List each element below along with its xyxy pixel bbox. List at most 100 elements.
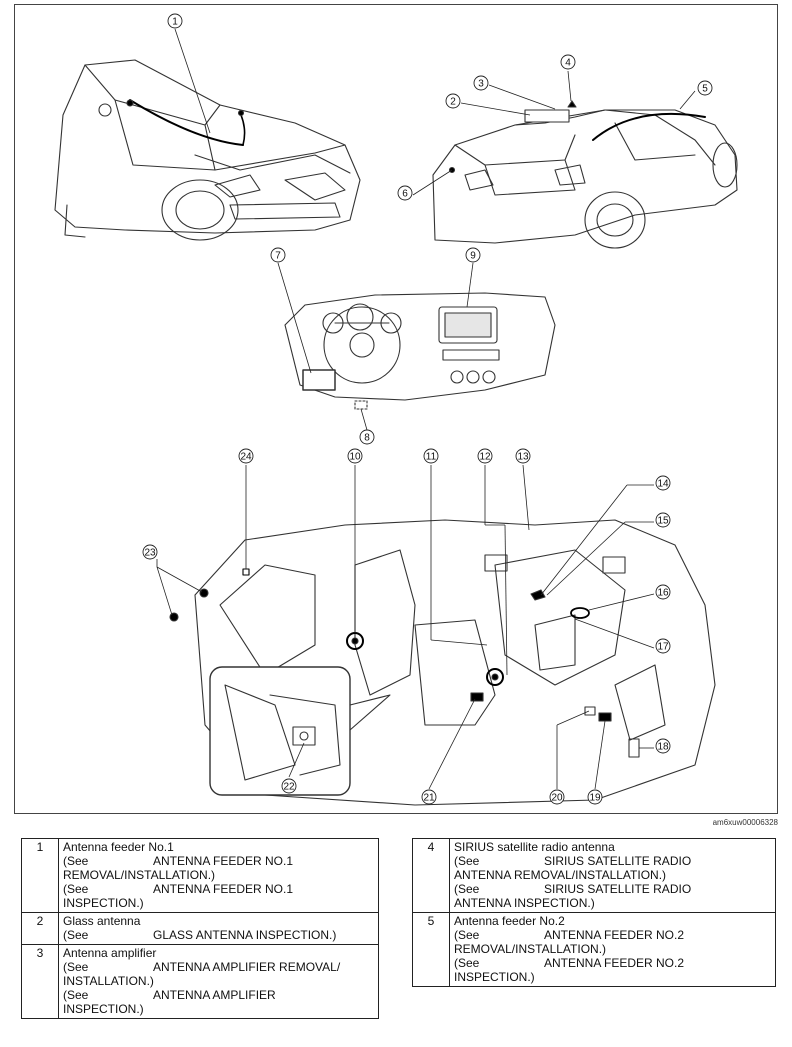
reference-title-continued: REMOVAL/INSTALLATION.) bbox=[63, 868, 216, 882]
callout-6: 6 bbox=[397, 185, 413, 201]
legend-number: 1 bbox=[21, 838, 59, 913]
see-label: (See bbox=[63, 960, 89, 974]
callout-18: 18 bbox=[655, 738, 671, 754]
callout-label: 14 bbox=[657, 479, 669, 490]
callout-5: 5 bbox=[697, 80, 713, 96]
reference-title: ANTENNA AMPLIFIER REMOVAL/ bbox=[153, 960, 341, 974]
callout-23: 23 bbox=[142, 544, 158, 560]
see-label: (See bbox=[454, 882, 480, 896]
callout-17: 17 bbox=[655, 638, 671, 654]
component-name: Antenna feeder No.1 bbox=[63, 840, 174, 854]
legend-number: 4 bbox=[412, 838, 450, 913]
reference-title-continued: INSPECTION.) bbox=[63, 896, 144, 910]
cabin-interior-illustration bbox=[169, 519, 716, 806]
callout-22: 22 bbox=[281, 778, 297, 794]
callout-label: 1 bbox=[172, 17, 178, 28]
reference-link[interactable]: (See ANTENNA AMPLIFIER REMOVAL/ bbox=[63, 960, 374, 974]
reference-title-continued: INSPECTION.) bbox=[454, 970, 535, 984]
callout-label: 17 bbox=[657, 642, 669, 653]
see-label: (See bbox=[454, 956, 480, 970]
reference-link[interactable]: (See ANTENNA FEEDER NO.1 bbox=[63, 882, 374, 896]
see-label: (See bbox=[63, 882, 89, 896]
legend-description: Glass antenna(See GLASS ANTENNA INSPECTIO… bbox=[58, 912, 379, 945]
callout-label: 24 bbox=[240, 452, 252, 463]
callout-label: 12 bbox=[479, 452, 491, 463]
callout-24: 24 bbox=[238, 448, 254, 464]
callout-label: 18 bbox=[657, 742, 669, 753]
reference-link[interactable]: (See SIRIUS SATELLITE RADIO bbox=[454, 882, 771, 896]
reference-title: ANTENNA FEEDER NO.1 bbox=[153, 854, 294, 868]
reference-link[interactable]: (See ANTENNA FEEDER NO.2 bbox=[454, 928, 771, 942]
reference-title: ANTENNA FEEDER NO.1 bbox=[153, 882, 294, 896]
reference-title: SIRIUS SATELLITE RADIO bbox=[544, 882, 692, 896]
rear-car-illustration bbox=[432, 100, 738, 249]
callout-1: 1 bbox=[167, 13, 183, 29]
callout-label: 22 bbox=[283, 782, 295, 793]
legend-number: 2 bbox=[21, 912, 59, 945]
callout-3: 3 bbox=[473, 75, 489, 91]
callout-label: 10 bbox=[349, 452, 361, 463]
callout-9: 9 bbox=[465, 247, 481, 263]
callout-label: 11 bbox=[426, 452, 437, 463]
reference-title: ANTENNA AMPLIFIER bbox=[153, 988, 276, 1002]
callout-label: 8 bbox=[364, 433, 370, 444]
legend-row: 2 Glass antenna(See GLASS ANTENNA INSPECTI… bbox=[21, 912, 379, 945]
callout-16: 16 bbox=[655, 584, 671, 600]
callout-4: 4 bbox=[560, 54, 576, 70]
callout-8: 8 bbox=[359, 429, 375, 445]
reference-link[interactable]: (See SIRIUS SATELLITE RADIO bbox=[454, 854, 771, 868]
callout-label: 21 bbox=[423, 793, 435, 804]
reference-title-continued: REMOVAL/INSTALLATION.) bbox=[454, 942, 607, 956]
callout-12: 12 bbox=[477, 448, 493, 464]
callout-label: 7 bbox=[275, 251, 281, 262]
callout-15: 15 bbox=[655, 512, 671, 528]
callout-7: 7 bbox=[270, 247, 286, 263]
see-label: (See bbox=[63, 928, 89, 942]
callout-2: 2 bbox=[445, 93, 461, 109]
callout-label: 23 bbox=[144, 548, 156, 559]
callout-label: 4 bbox=[565, 58, 571, 69]
reference-link[interactable]: (See ANTENNA FEEDER NO.1 bbox=[63, 854, 374, 868]
reference-title-continued: INSPECTION.) bbox=[63, 1002, 144, 1016]
callout-label: 3 bbox=[478, 79, 484, 90]
reference-link[interactable]: (See GLASS ANTENNA INSPECTION.) bbox=[63, 928, 374, 942]
component-name: SIRIUS satellite radio antenna bbox=[454, 840, 615, 854]
callout-19: 19 bbox=[587, 789, 603, 805]
front-car-illustration bbox=[54, 59, 361, 241]
callout-14: 14 bbox=[655, 475, 671, 491]
see-label: (See bbox=[454, 854, 480, 868]
see-label: (See bbox=[63, 854, 89, 868]
see-label: (See bbox=[63, 988, 89, 1002]
reference-title-continued: ANTENNA REMOVAL/INSTALLATION.) bbox=[454, 868, 667, 882]
reference-title: ANTENNA FEEDER NO.2 bbox=[544, 928, 685, 942]
callout-21: 21 bbox=[421, 789, 437, 805]
figure-id: am6xuw00006328 bbox=[712, 818, 778, 827]
component-name: Glass antenna bbox=[63, 914, 141, 928]
component-name: Antenna feeder No.2 bbox=[454, 914, 565, 928]
reference-link[interactable]: (See ANTENNA AMPLIFIER bbox=[63, 988, 374, 1002]
callout-20: 20 bbox=[549, 789, 565, 805]
see-label: (See bbox=[454, 928, 480, 942]
component-name: Antenna amplifier bbox=[63, 946, 157, 960]
callout-label: 2 bbox=[450, 97, 456, 108]
reference-title-continued: INSTALLATION.) bbox=[63, 974, 154, 988]
legend-number: 3 bbox=[21, 944, 59, 1019]
reference-title: SIRIUS SATELLITE RADIO bbox=[544, 854, 692, 868]
reference-title: GLASS ANTENNA INSPECTION.) bbox=[153, 928, 337, 942]
callout-13: 13 bbox=[515, 448, 531, 464]
reference-title-continued: ANTENNA INSPECTION.) bbox=[454, 896, 595, 910]
dashboard-illustration bbox=[284, 292, 556, 410]
callout-label: 19 bbox=[589, 793, 601, 804]
callout-11: 11 bbox=[423, 448, 439, 464]
